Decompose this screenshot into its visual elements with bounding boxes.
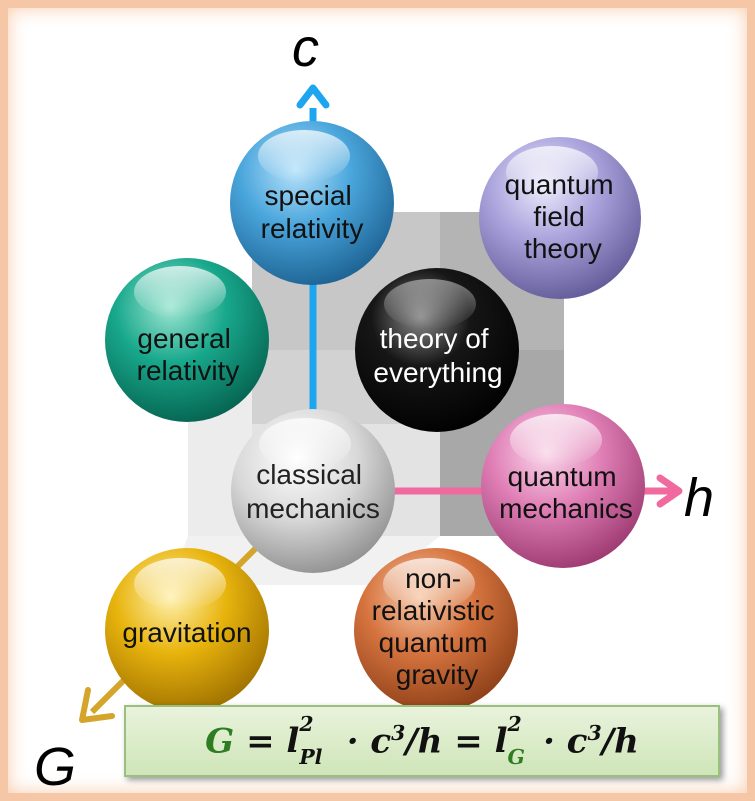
formula-subscript-g: G (507, 744, 525, 769)
svg-text:non- relativistic: non- relativistic quantum gravity (372, 563, 503, 690)
sphere-label: quantum (505, 169, 614, 200)
formula-dot: · (543, 721, 555, 762)
sphere-quantum-field-theory: quantum field theory (479, 137, 641, 299)
formula-h: h (614, 721, 639, 762)
h-axis-label: h (684, 468, 714, 528)
svg-text:quantum field theo: quantum field theory (505, 169, 622, 264)
svg-text:general relativity: general relativity (137, 323, 240, 386)
formula-l: l (286, 721, 300, 762)
formula-equals: = (454, 721, 483, 762)
sphere-label: quantum (379, 627, 488, 658)
sphere-label: special (265, 180, 352, 211)
sphere-label: relativity (261, 213, 364, 244)
sphere-label: theory of (380, 323, 489, 354)
formula-slash: / (405, 721, 418, 762)
formula-exponent: 3 (391, 720, 406, 745)
sphere-special-relativity: special relativity (230, 121, 394, 285)
sphere-label: everything (373, 357, 502, 388)
sphere-label: non- (405, 563, 461, 594)
sphere-label: gravitation (122, 617, 251, 648)
svg-text:special relativity: special relativity (261, 180, 364, 244)
sphere-theory-of-everything: theory of everything (355, 268, 519, 432)
formula-exponent: 2 (507, 711, 522, 736)
formula-equals: = (246, 721, 275, 762)
svg-text:gravitation: gravitation (122, 617, 251, 648)
formula-c: c (566, 721, 588, 762)
formula-h: h (417, 721, 443, 762)
sphere-label: mechanics (499, 493, 633, 524)
formula-l: l (494, 721, 508, 762)
sphere-label: mechanics (246, 493, 380, 524)
formula-exponent: 3 (587, 720, 602, 745)
c-axis-label: c (292, 18, 319, 78)
sphere-nonrelativistic-quantum-gravity: non- relativistic quantum gravity (354, 548, 518, 712)
sphere-label: general (137, 323, 230, 354)
formula-dot: · (346, 721, 359, 762)
sphere-gravitation: gravitation (105, 548, 269, 712)
formula-subscript-pl: Pl (299, 744, 323, 769)
sphere-label: relativistic (372, 595, 495, 626)
formula-c: c (370, 721, 392, 762)
formula-exponent: 2 (299, 711, 314, 736)
sphere-classical-mechanics: classical mechanics (231, 409, 395, 573)
sphere-general-relativity: general relativity (105, 258, 269, 422)
sphere-label: gravity (396, 659, 478, 690)
svg-text:classical mechanics: classical mechanics (246, 459, 380, 524)
sphere-label: relativity (137, 355, 240, 386)
formula-slash: / (601, 721, 615, 762)
sphere-label: quantum (508, 461, 617, 492)
svg-text:quantum mechanics: quantum mechanics (499, 461, 633, 524)
G-axis-label: G (34, 737, 76, 797)
sphere-label: classical (256, 459, 362, 490)
sphere-quantum-mechanics: quantum mechanics (481, 404, 645, 568)
formula-G: G (205, 721, 235, 762)
svg-text:theory of everything: theory of everything (373, 323, 502, 388)
sphere-label: theory (524, 233, 602, 264)
sphere-label: field (533, 201, 584, 232)
